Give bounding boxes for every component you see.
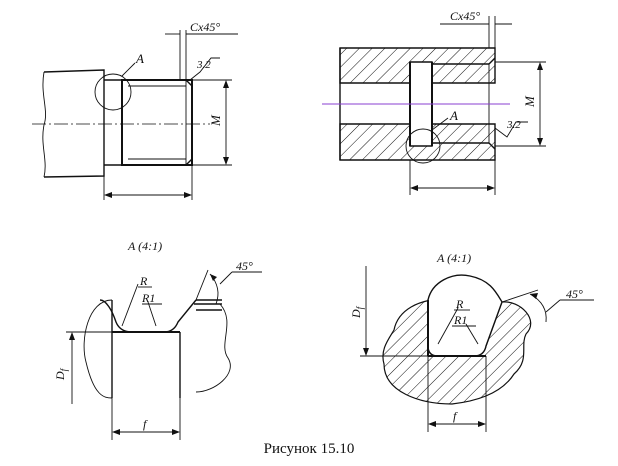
chamfer-label: Cx45° bbox=[190, 20, 220, 34]
diameter-label-left: Df bbox=[53, 367, 69, 381]
angle-label-right: 45° bbox=[566, 287, 583, 301]
radius-r1-right: R1 bbox=[453, 313, 467, 327]
radius-r-right: R bbox=[455, 297, 464, 311]
internal-thread-section: A Cx45° 3.2 M bbox=[322, 9, 546, 195]
roughness-label-section: 3.2 bbox=[506, 119, 521, 131]
chamfer-label-section: Cx45° bbox=[450, 9, 480, 23]
detail-title-right: A (4:1) bbox=[436, 251, 471, 265]
radius-r1-left: R1 bbox=[141, 291, 155, 305]
detail-a-internal: A (4:1) R R1 45° Df f bbox=[349, 251, 594, 432]
figure-caption: Рисунок 15.10 bbox=[263, 441, 355, 457]
detail-a-external: A (4:1) R R1 45° Df f bbox=[53, 239, 262, 440]
width-label-right: f bbox=[453, 409, 458, 423]
view-letter-a-section: A bbox=[449, 108, 458, 123]
thread-m-label-section: M bbox=[522, 95, 537, 108]
external-thread-view: A Cx45° 3.2 M bbox=[32, 20, 238, 200]
detail-title-left: A (4:1) bbox=[127, 239, 162, 253]
thread-m-label: M bbox=[208, 114, 223, 127]
view-letter-a: A bbox=[135, 51, 144, 66]
diameter-label-right: Df bbox=[349, 305, 365, 319]
radius-r-left: R bbox=[139, 274, 148, 288]
angle-label-left: 45° bbox=[236, 259, 253, 273]
width-label-left: f bbox=[143, 417, 148, 431]
roughness-label: 3.2 bbox=[196, 59, 211, 71]
